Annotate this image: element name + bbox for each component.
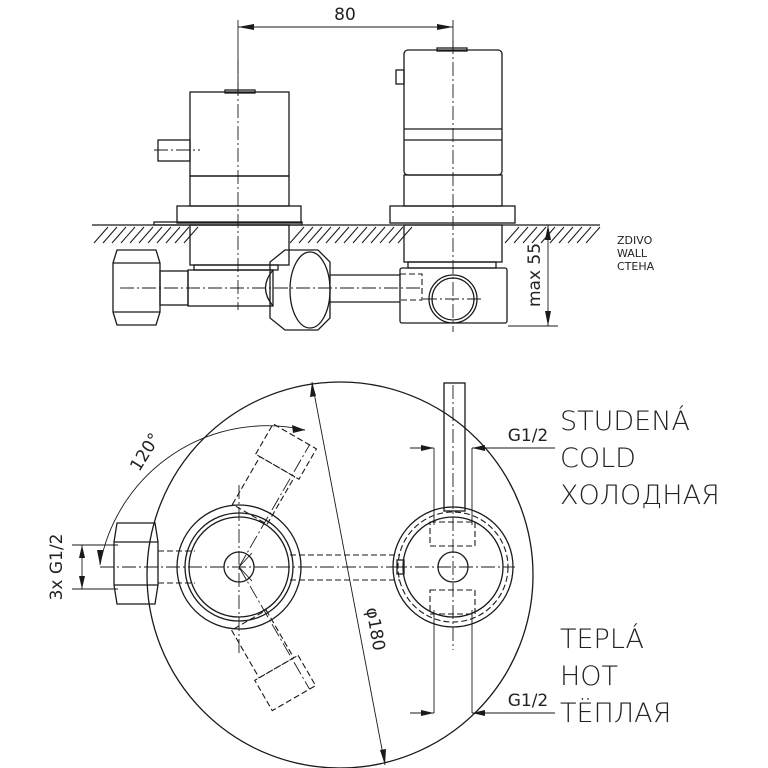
svg-text:HOT: HOT [560, 661, 618, 692]
dimension-wall-depth: max 55 [525, 243, 545, 307]
hatch-line [522, 226, 538, 244]
hatch-line [388, 226, 404, 244]
cold-water-label: STUDENÁ COLD ХОЛОДНАЯ [560, 405, 720, 511]
inlet-connection: 3x G1/2 [47, 522, 395, 605]
hatch-line [93, 226, 109, 244]
side-elevation-view: 80 [92, 5, 655, 332]
hatch-line [111, 226, 127, 244]
svg-text:COLD: COLD [560, 443, 636, 474]
svg-text:TEPLÁ: TEPLÁ [560, 623, 644, 655]
front-view: 120° 3x G1/2 [47, 381, 720, 768]
hatch-line [567, 226, 583, 244]
hatch-line [129, 226, 145, 244]
hatch-line [174, 226, 190, 244]
hatch-line [361, 226, 377, 244]
angle-120-dimension: 120° [97, 425, 306, 566]
diameter-180-dimension: φ180 [310, 381, 389, 766]
hatch-line [307, 226, 323, 244]
dimension-hot-thread: G1/2 [508, 691, 549, 711]
hatch-line [513, 226, 529, 244]
dimension-80: 80 [237, 5, 454, 95]
hatch-line [379, 226, 395, 244]
right-valve-body [389, 40, 516, 332]
svg-text:ZDIVO: ZDIVO [617, 234, 653, 247]
hatch-line [352, 226, 368, 244]
hatch-line [334, 226, 350, 244]
wall-section [92, 224, 601, 244]
svg-text:ТЁПЛАЯ: ТЁПЛАЯ [560, 698, 671, 729]
svg-text:STUDENÁ: STUDENÁ [560, 405, 690, 437]
wall-label: ZDIVO WALL СТЕНА [617, 234, 655, 273]
hatch-line [156, 226, 172, 244]
hatch-line [316, 226, 332, 244]
hatch-line [165, 226, 181, 244]
dimension-inlet-thread: 3x G1/2 [47, 534, 67, 601]
hatch-line [531, 226, 547, 244]
hatch-line [325, 226, 341, 244]
hatch-line [585, 226, 601, 244]
hatch-line [298, 226, 314, 244]
hot-water-label: TEPLÁ HOT ТЁПЛАЯ [560, 623, 671, 729]
svg-text:СТЕНА: СТЕНА [617, 260, 655, 273]
hatch-line [183, 226, 199, 244]
hatch-line [370, 226, 386, 244]
hatch-line [558, 226, 574, 244]
svg-text:WALL: WALL [617, 247, 648, 260]
hatch-line [147, 226, 163, 244]
hatch-line [397, 226, 413, 244]
dimension-diameter: φ180 [361, 606, 388, 652]
right-valve-plan: G1/2 G1/2 [392, 382, 555, 716]
hatch-line [504, 226, 520, 244]
dimension-centre-distance: 80 [334, 5, 356, 25]
hatch-line [120, 226, 136, 244]
dimension-cold-thread: G1/2 [508, 426, 549, 446]
cover-plate-circle [146, 381, 534, 768]
left-diverter [176, 423, 400, 712]
svg-text:ХОЛОДНАЯ: ХОЛОДНАЯ [560, 480, 720, 511]
hatch-line [343, 226, 359, 244]
dimension-angle: 120° [126, 430, 165, 475]
hatch-line [138, 226, 154, 244]
hatch-line [576, 226, 592, 244]
hatch-line [549, 226, 565, 244]
dimension-max-55: max 55 [508, 224, 558, 327]
hatch-line [289, 226, 305, 244]
left-valve-body [153, 60, 303, 310]
connection-pipes [112, 249, 420, 331]
hatch-line [102, 226, 118, 244]
